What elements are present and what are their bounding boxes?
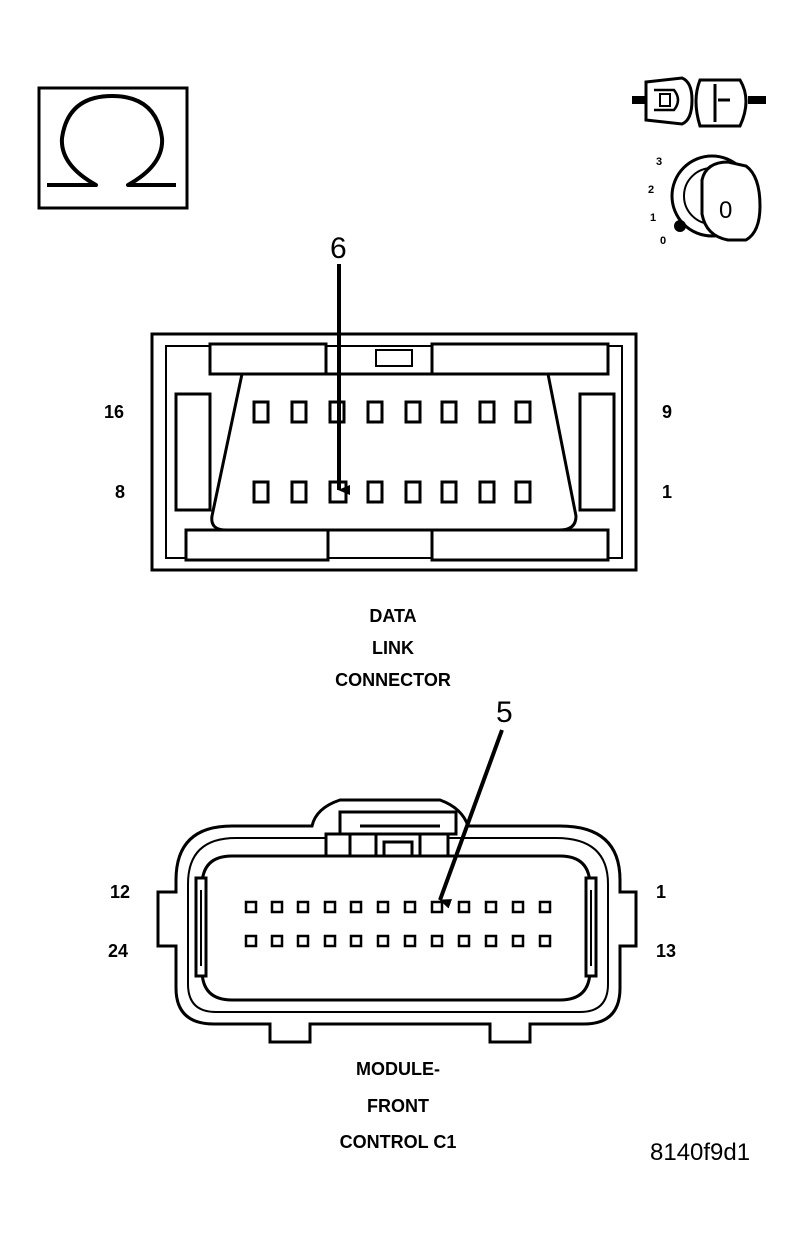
dlc-callout-pin-number: 6 [330,232,347,265]
dlc-pin-row-top [252,400,532,424]
dlc-label-bottom-right: 1 [662,482,672,502]
dlc-caption-line-2: LINK [372,638,414,658]
ignition-position-2: 2 [648,184,654,196]
fcm-caption-line-1: MODULE- [356,1059,440,1079]
dlc-caption-line-3: CONNECTOR [335,670,451,690]
fcm-label-bottom-left: 24 [108,941,128,961]
dlc-caption: DATA LINK CONNECTOR [335,606,451,690]
fcm-callout-arrow [438,729,504,909]
dlc-label-top-left: 16 [104,402,124,422]
dlc-callout: 6 [330,232,350,495]
ignition-key-icon: 3 2 1 0 0 [648,154,762,247]
fcm-label-bottom-right: 13 [656,941,676,961]
ohmmeter-icon: Ω [37,86,189,210]
fcm-label-top-right: 1 [656,882,666,902]
fcm-pin-row-bottom [244,934,552,948]
ignition-position-1: 1 [650,212,656,224]
fcm-latch [324,810,458,858]
fcm-label-top-left: 12 [110,882,130,902]
figure-reference-id: 8140f9d1 [650,1139,750,1166]
fcm-caption: MODULE- FRONT CONTROL C1 [340,1059,457,1152]
fcm-callout-pin-number: 5 [496,696,513,729]
dlc-label-bottom-left: 8 [115,482,125,502]
fcm-pin-row-top [244,900,552,914]
ignition-position-0: 0 [660,235,666,247]
fcm-caption-line-2: FRONT [367,1096,429,1116]
dlc-caption-line-1: DATA [369,606,416,626]
dlc-pin-row-bottom [252,480,532,504]
fcm-caption-line-3: CONTROL C1 [340,1132,457,1152]
ignition-position-3: 3 [656,156,662,168]
front-control-module-connector: 12 1 24 13 [108,798,676,1044]
data-link-connector: 16 9 8 1 [104,332,672,572]
disconnect-connector-icon [632,76,766,128]
dlc-label-top-right: 9 [662,402,672,422]
ignition-key-face: 0 [719,197,732,224]
fcm-callout: 5 [438,696,513,909]
